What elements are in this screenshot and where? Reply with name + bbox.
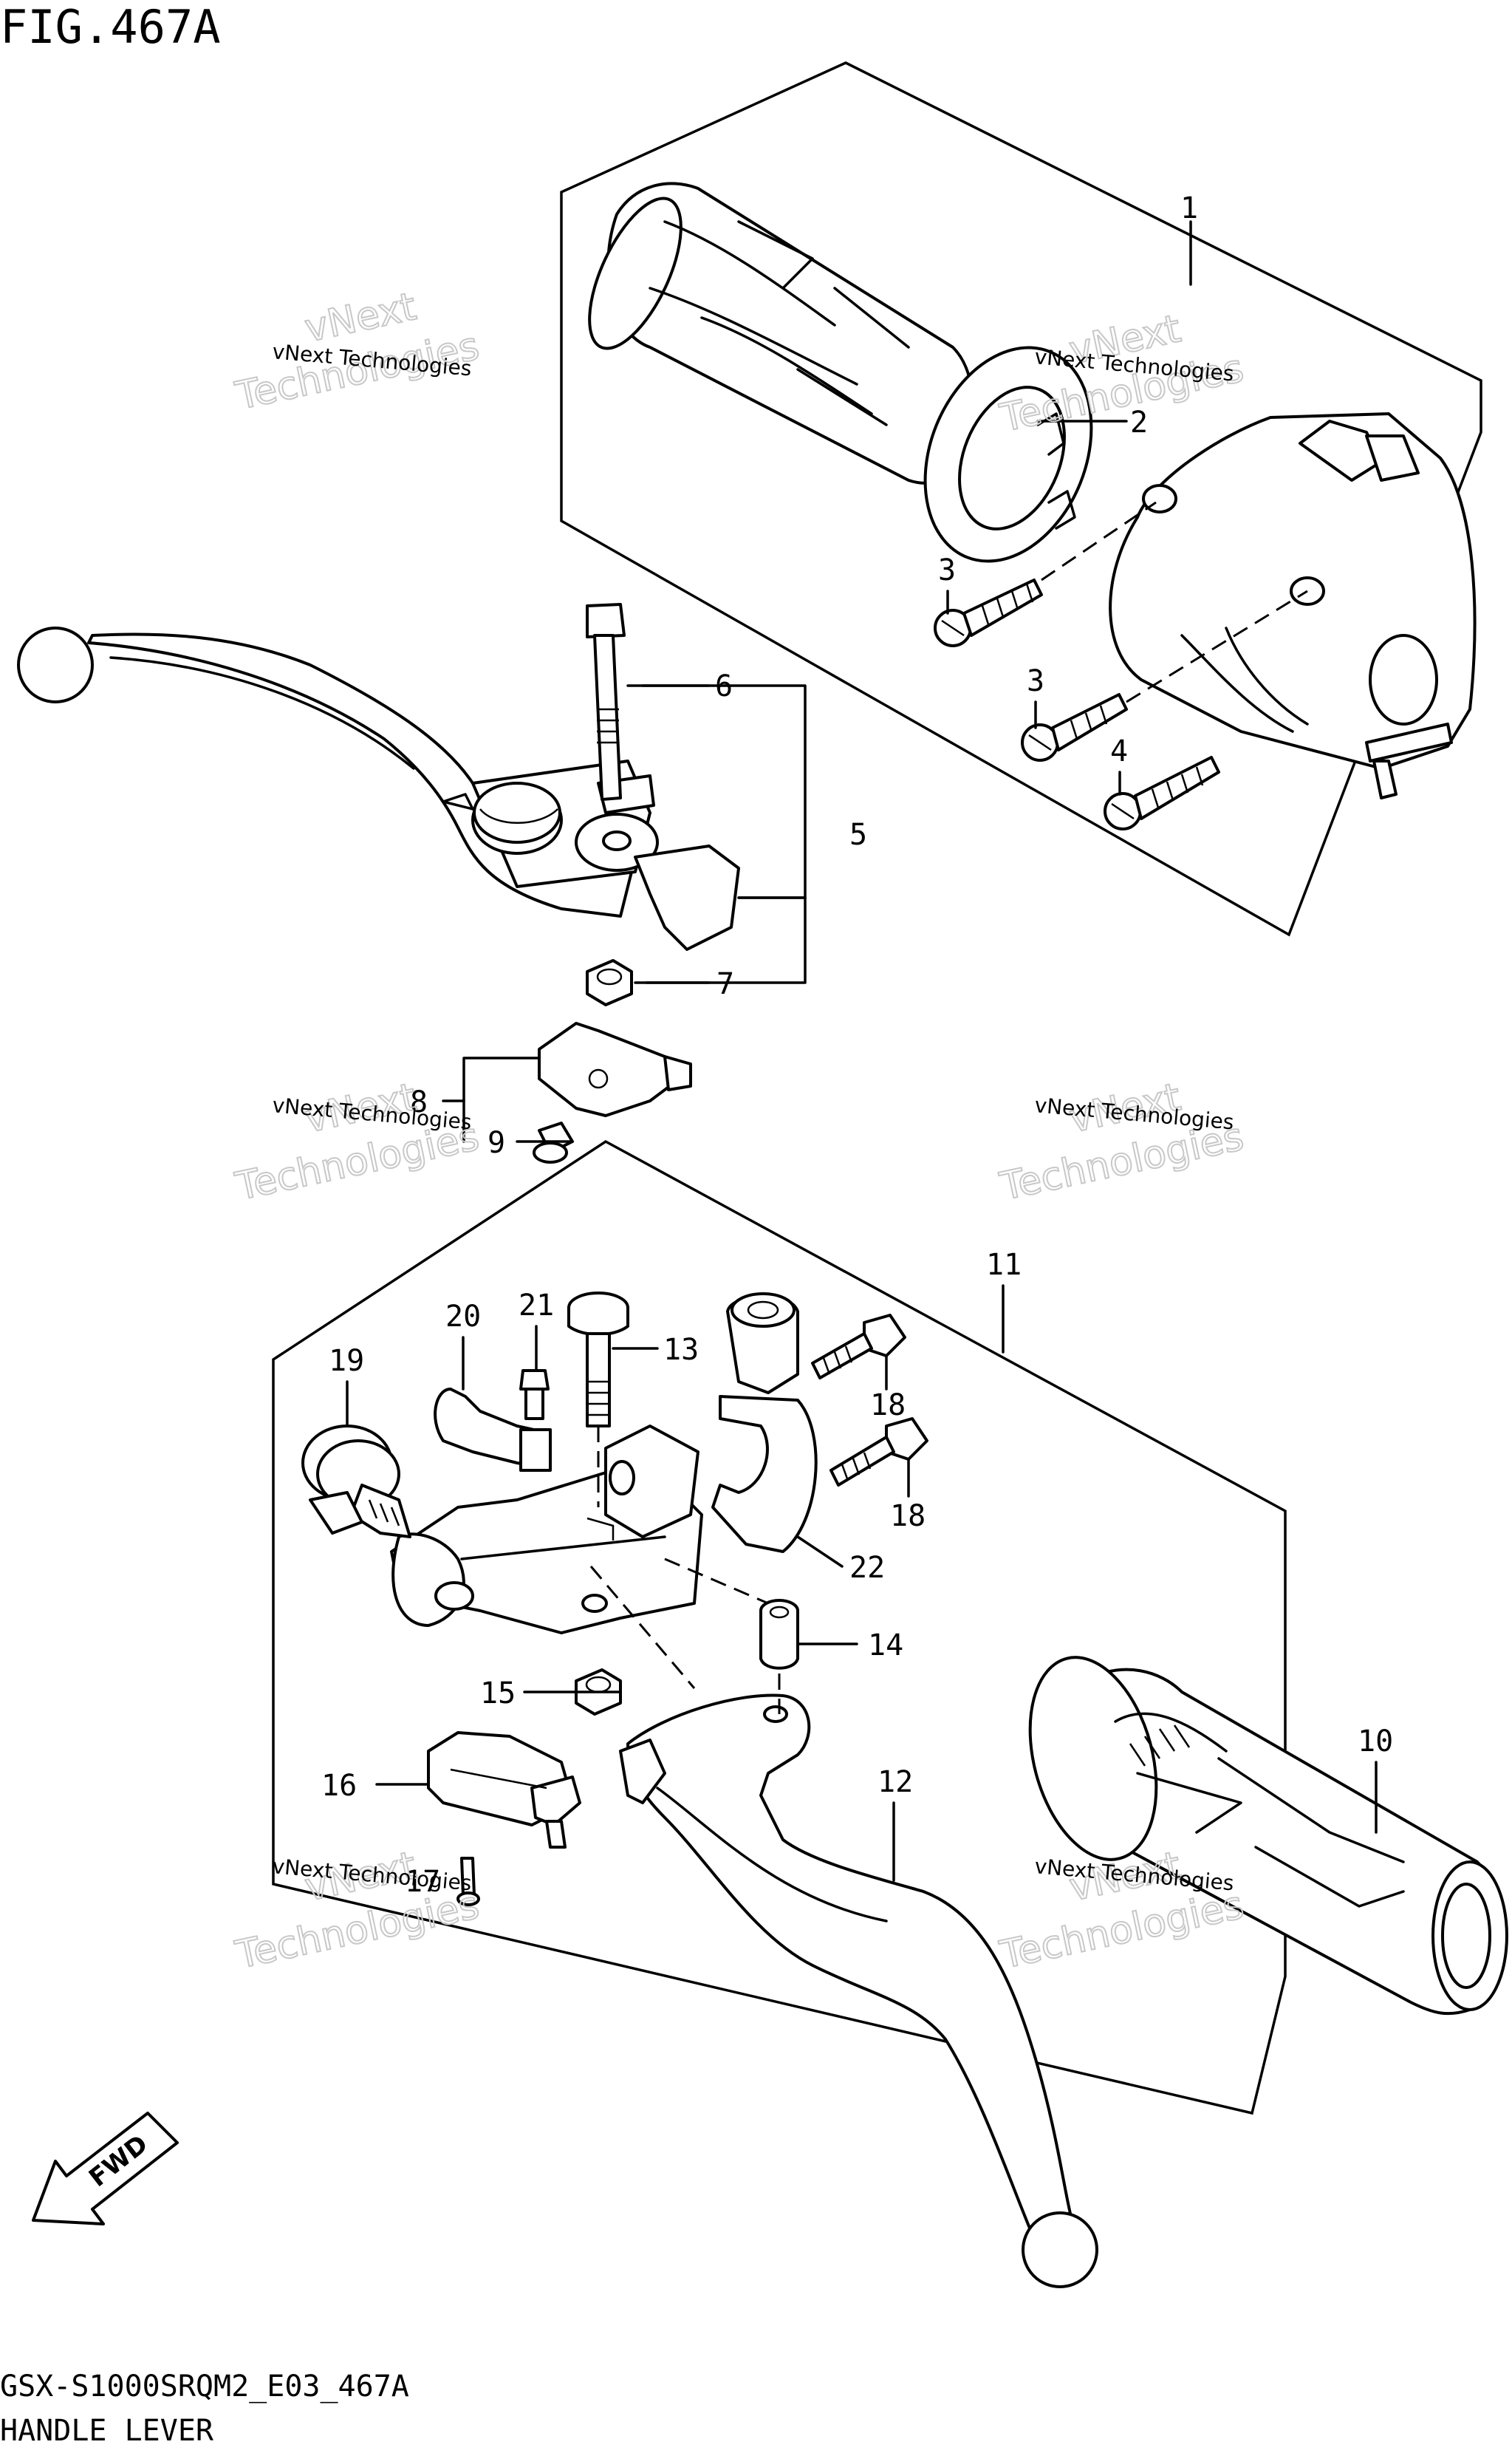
- right-switch-housing: [1109, 412, 1477, 799]
- bracket-5: [641, 684, 807, 984]
- screw-4: [1104, 756, 1220, 830]
- leader-dash-collar: [664, 1558, 769, 1605]
- callout-3b: 3: [1027, 664, 1044, 698]
- clutch-lever-12: [619, 1693, 1098, 2288]
- callout-14: 14: [868, 1628, 903, 1662]
- callout-2: 2: [1130, 406, 1148, 440]
- figure-title: FIG.467A: [0, 0, 221, 54]
- bracket-20: [434, 1388, 552, 1472]
- callout-4: 4: [1110, 734, 1128, 768]
- clamp-22: [711, 1292, 818, 1553]
- collar-14: [759, 1599, 799, 1670]
- bolt-13: [567, 1292, 629, 1427]
- callout-22: 22: [849, 1551, 885, 1585]
- bolt-18-lower: [829, 1417, 928, 1487]
- callout-10: 10: [1358, 1724, 1393, 1758]
- callout-21: 21: [519, 1289, 554, 1323]
- callout-3a: 3: [938, 553, 956, 587]
- screw-21: [519, 1369, 550, 1420]
- pivot-bolt-6: [586, 603, 626, 801]
- callout-7: 7: [716, 967, 734, 1001]
- nut-7: [586, 959, 633, 1006]
- callout-6: 6: [715, 669, 733, 703]
- left-grip-10: [1028, 1656, 1508, 2016]
- bracket-8: [462, 1057, 539, 1143]
- brake-lever: [17, 627, 740, 951]
- leader-dash-screw-3-lower: [1126, 590, 1308, 703]
- bolt-18-upper: [811, 1314, 906, 1379]
- assembly-box-clutch: [272, 1139, 1287, 2115]
- callout-19: 19: [329, 1344, 364, 1378]
- screw-3-lower: [1021, 693, 1128, 762]
- callout-8: 8: [410, 1085, 428, 1119]
- clutch-lever-holder: [390, 1425, 703, 1634]
- figure-code: GSX-S1000SRQM2_E03_467A: [0, 2370, 409, 2403]
- figure-caption: HANDLE LEVER: [0, 2414, 214, 2448]
- callout-18a: 18: [870, 1388, 906, 1422]
- callout-1: 1: [1180, 191, 1198, 225]
- callout-9: 9: [488, 1126, 505, 1160]
- callout-18b: 18: [890, 1499, 926, 1533]
- callout-11: 11: [986, 1248, 1022, 1282]
- assembly-box-right-switch: [560, 61, 1482, 937]
- callout-5: 5: [849, 818, 867, 852]
- clutch-switch-16: [427, 1731, 581, 1849]
- leader-dash-screw-3-upper: [1041, 501, 1157, 581]
- brake-switch-8: [538, 1022, 692, 1117]
- fwd-arrow: FWD: [32, 2112, 179, 2225]
- leader-dash-lever: [589, 1566, 696, 1689]
- callout-20: 20: [445, 1300, 481, 1334]
- callout-numbers: 1 2 3 3 4 5 6 7 8 9 10 11 12 13 14 15 16…: [321, 191, 1393, 1899]
- callout-17: 17: [405, 1865, 440, 1899]
- screw-17: [456, 1857, 480, 1906]
- callout-12: 12: [878, 1765, 913, 1799]
- screw-3-upper: [934, 579, 1043, 647]
- callout-15: 15: [480, 1676, 516, 1710]
- callout-13: 13: [663, 1333, 699, 1367]
- throttle-pipe: [923, 346, 1093, 563]
- adjuster-19: [301, 1425, 411, 1538]
- callout-16: 16: [321, 1769, 357, 1803]
- right-grip: [588, 182, 974, 485]
- leader-lines: [346, 220, 1378, 1882]
